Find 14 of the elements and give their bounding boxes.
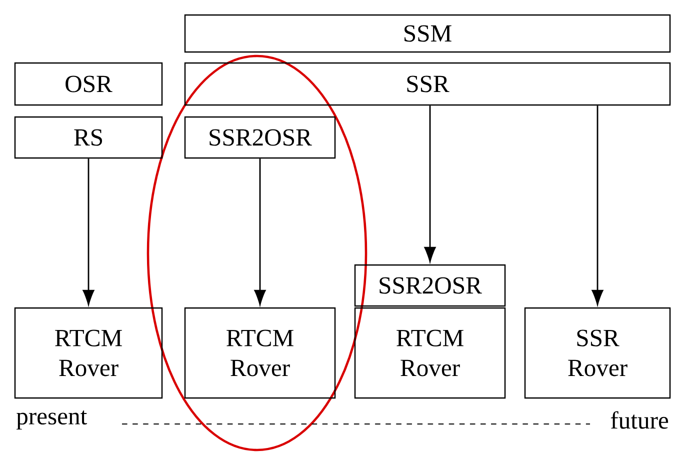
rover-box: RTCM Rover [184,307,336,399]
process-box: SSM [184,14,671,53]
arrow [592,106,604,306]
process-box: SSR2OSR [184,116,336,159]
process-box: OSR [14,62,163,106]
rover-box: RTCM Rover [354,307,506,399]
rover-box: SSR Rover [524,307,671,399]
arrow [82,158,94,306]
process-box: SSR [184,62,671,106]
process-box: RS [14,116,163,159]
process-box: SSR2OSR [354,264,506,307]
rover-box: RTCM Rover [14,307,163,399]
arrow [424,106,436,262]
arrow [254,158,266,306]
